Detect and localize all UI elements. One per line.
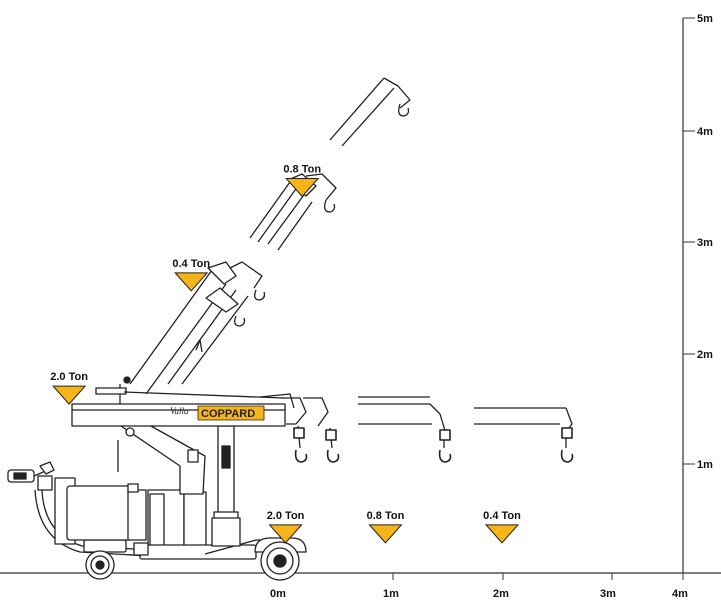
brand-name: COPPARD: [201, 408, 255, 420]
low-extensions: [282, 396, 573, 449]
load-marker-triangle: [51, 385, 87, 405]
x-axis-ticks: [279, 573, 684, 580]
x-label-1: 1m: [383, 588, 399, 600]
load-marker-label: 0.4 Ton: [172, 258, 210, 270]
load-marker: 0.4 Ton: [483, 510, 521, 544]
mast: [211, 425, 241, 547]
x-label-0: 0m: [270, 588, 286, 600]
load-marker-triangle: [484, 524, 520, 544]
load-marker-triangle: [285, 178, 320, 198]
hook-set-low: [293, 427, 574, 463]
load-marker: 0.8 Ton: [283, 164, 321, 198]
x-label-3: 3m: [600, 588, 616, 600]
load-markers: 0.8 Ton 0.4 Ton 2.0 Ton 2.0 Ton 0.8 Ton 0.4 T…: [50, 164, 521, 544]
load-marker-label: 0.8 Ton: [283, 164, 321, 176]
load-marker-triangle: [268, 524, 303, 544]
x-axis-labels: 0m 1m 2m 3m 4m: [270, 588, 688, 600]
raised-boom-mid: [129, 261, 266, 395]
load-marker-label: 2.0 Ton: [267, 510, 305, 522]
y-label-3: 3m: [697, 237, 713, 249]
load-marker-triangle: [174, 272, 209, 292]
y-label-5: 5m: [697, 13, 713, 25]
load-marker: 2.0 Ton: [267, 510, 305, 544]
y-label-1: 1m: [697, 459, 713, 471]
x-label-4: 4m: [672, 588, 688, 600]
y-axis-ticks: [683, 17, 695, 465]
y-axis-labels: 1m 2m 3m 4m 5m: [697, 13, 713, 471]
load-marker-label: 0.4 Ton: [483, 510, 521, 522]
front-wheel: [254, 537, 307, 581]
brand-badge: COPPARD Valla: [170, 405, 265, 421]
load-marker: 0.4 Ton: [172, 258, 210, 292]
y-label-4: 4m: [697, 126, 713, 138]
load-marker-triangle: [368, 524, 403, 544]
load-marker: 2.0 Ton: [50, 371, 88, 405]
y-label-2: 2m: [697, 349, 713, 361]
load-marker-label: 2.0 Ton: [50, 371, 88, 383]
load-marker: 0.8 Ton: [367, 510, 405, 544]
brand-script: Valla: [170, 406, 189, 416]
crane-illustration: COPPARD Valla: [7, 77, 574, 581]
x-label-2: 2m: [493, 588, 509, 600]
rear-wheel: [83, 539, 127, 580]
load-marker-label: 0.8 Ton: [367, 510, 405, 522]
raised-boom-top: [329, 77, 411, 147]
